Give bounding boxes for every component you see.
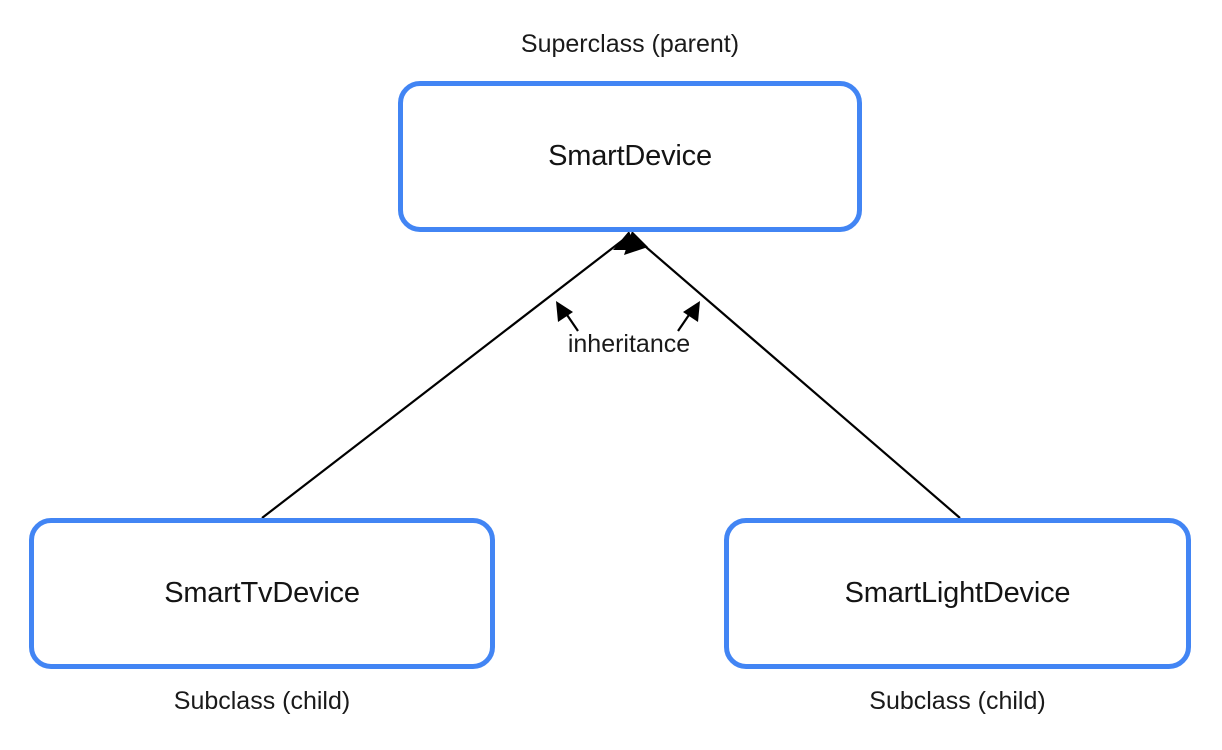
inheritance-edge-label: inheritance — [567, 330, 691, 358]
edge-smart-light-device-to-smart-device — [624, 231, 961, 519]
subclass-caption-smart-light-device: Subclass (child) — [869, 687, 1046, 715]
node-smart-light-device[interactable]: SmartLightDevice — [724, 518, 1191, 669]
node-smart-device-label: SmartDevice — [548, 140, 712, 172]
node-smart-tv-device[interactable]: SmartTvDevice — [29, 518, 495, 669]
subclass-caption-smart-tv-device: Subclass (child) — [173, 687, 351, 715]
superclass-caption: Superclass (parent) — [520, 30, 740, 58]
inheritance-pointer-left-icon — [556, 301, 579, 332]
node-smart-tv-device-label: SmartTvDevice — [164, 577, 360, 609]
node-smart-device[interactable]: SmartDevice — [398, 81, 862, 232]
edge-smart-tv-device-to-smart-device — [261, 231, 637, 519]
inheritance-pointer-right-icon — [677, 301, 700, 332]
node-smart-light-device-label: SmartLightDevice — [844, 577, 1071, 609]
